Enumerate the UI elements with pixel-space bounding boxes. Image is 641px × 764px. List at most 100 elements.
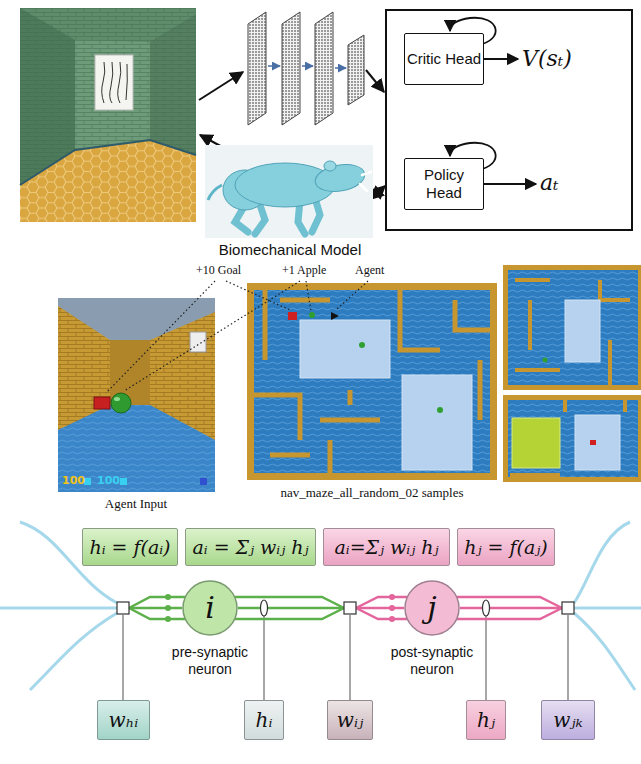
agent-view bbox=[114, 397, 120, 401]
agent-view bbox=[120, 478, 127, 485]
agent-view bbox=[58, 298, 215, 492]
policy-head-box: Policy Head bbox=[404, 158, 484, 210]
rat-model bbox=[208, 185, 222, 200]
cnn-layers bbox=[302, 65, 313, 67]
maze-screenshot bbox=[20, 8, 196, 222]
cnn-layers bbox=[282, 12, 300, 125]
axon-wire bbox=[460, 607, 562, 610]
weight-wire bbox=[349, 615, 351, 700]
formula-box: aᵢ=Σⱼ wᵢⱼ hⱼ bbox=[323, 528, 450, 566]
cnn-layers bbox=[248, 12, 364, 125]
leader-line bbox=[106, 281, 368, 393]
synapse-dot bbox=[165, 605, 171, 611]
synapse-square bbox=[562, 602, 574, 614]
maze-map bbox=[247, 283, 497, 480]
maze-map bbox=[510, 400, 625, 475]
network-frame bbox=[478, 58, 518, 60]
maze-map bbox=[503, 395, 641, 482]
formula-text: hⱼ = f(aⱼ) bbox=[464, 536, 547, 559]
maze-map bbox=[543, 358, 548, 363]
weight-wire bbox=[485, 616, 487, 700]
network-frame bbox=[386, 10, 632, 230]
cnn-layers bbox=[348, 35, 364, 105]
neuron-caption: post-synaptic neuron bbox=[382, 644, 482, 678]
axon-wire bbox=[356, 608, 407, 619]
weight-box: wⱼₖ bbox=[541, 700, 595, 740]
formula-text: hᵢ = f(aᵢ) bbox=[89, 536, 170, 559]
formula-box: aᵢ = Σⱼ wᵢⱼ hⱼ bbox=[185, 528, 316, 566]
formula-text: aᵢ = Σⱼ wᵢⱼ hⱼ bbox=[192, 536, 308, 559]
formula-text: aᵢ=Σⱼ wᵢⱼ hⱼ bbox=[335, 536, 439, 559]
weight-wire bbox=[567, 615, 569, 700]
dendrite-wire bbox=[574, 607, 641, 610]
agent-view bbox=[111, 393, 131, 413]
synapse-dot bbox=[389, 616, 395, 622]
maze-map bbox=[437, 407, 443, 413]
maze-map bbox=[503, 265, 641, 390]
dendrite-wire bbox=[0, 607, 117, 610]
rat-model bbox=[205, 145, 373, 238]
leader-line bbox=[306, 281, 311, 311]
dendrite-wire bbox=[0, 522, 641, 690]
maze-map bbox=[300, 320, 390, 378]
maze-screenshot bbox=[20, 8, 196, 222]
synapse-dot bbox=[165, 594, 171, 622]
activation-marker bbox=[483, 600, 490, 616]
output-label: V(sₜ) bbox=[522, 46, 572, 72]
maze-screenshot bbox=[20, 140, 196, 222]
maze-screenshot bbox=[102, 62, 128, 103]
activation-marker bbox=[261, 600, 268, 616]
maze-map bbox=[575, 415, 620, 470]
agent-view bbox=[58, 298, 215, 492]
output-label: aₜ bbox=[540, 170, 559, 196]
maze-map bbox=[506, 268, 641, 388]
maze-map bbox=[247, 283, 497, 480]
synapse-dot bbox=[165, 594, 171, 600]
figure-caption: Agent Input bbox=[105, 496, 167, 512]
maze-screenshot bbox=[20, 140, 196, 222]
figure-caption: Biomechanical Model bbox=[219, 241, 362, 259]
axon-wire bbox=[235, 608, 344, 619]
hud-number: 100 bbox=[97, 474, 120, 487]
leader-line bbox=[337, 281, 368, 309]
maze-map bbox=[503, 395, 641, 482]
leader-line bbox=[106, 281, 215, 393]
dendrite-wire bbox=[574, 522, 630, 603]
synapse-square bbox=[117, 602, 129, 614]
weight-wire bbox=[122, 615, 124, 700]
maze-map bbox=[512, 418, 560, 468]
maze-screenshot bbox=[20, 140, 196, 185]
box-label: Critic Head bbox=[407, 50, 481, 68]
synapse-square bbox=[344, 602, 356, 614]
network-frame bbox=[386, 10, 632, 230]
dendrite-wire bbox=[574, 613, 635, 690]
maze-map bbox=[515, 280, 630, 385]
flow-arrow bbox=[366, 70, 384, 92]
callout-label: +10 Goal bbox=[196, 263, 241, 277]
activity-box: hᵢ bbox=[244, 700, 284, 740]
maze-map bbox=[359, 342, 365, 348]
formula-box: hⱼ = f(aⱼ) bbox=[457, 528, 555, 566]
agent-view bbox=[200, 478, 207, 485]
neuron-label: j bbox=[427, 593, 436, 623]
maze-map bbox=[503, 265, 641, 390]
neuron-outline bbox=[183, 581, 237, 635]
network-frame bbox=[478, 183, 536, 185]
callout-label: +1 Apple bbox=[282, 263, 326, 277]
maze-screenshot bbox=[20, 8, 196, 222]
dendrite-wire bbox=[30, 613, 117, 690]
maze-map bbox=[331, 312, 339, 320]
synapse-dot bbox=[165, 616, 171, 622]
agent-view bbox=[58, 405, 215, 492]
maze-map bbox=[506, 398, 641, 480]
synapse-dot bbox=[389, 594, 395, 622]
synapse-dot bbox=[389, 605, 395, 611]
cnn-layers bbox=[248, 12, 266, 125]
maze-map bbox=[251, 287, 494, 477]
neuron-circle: ipre-synaptic neuron bbox=[182, 580, 238, 636]
agent-view bbox=[58, 298, 215, 492]
